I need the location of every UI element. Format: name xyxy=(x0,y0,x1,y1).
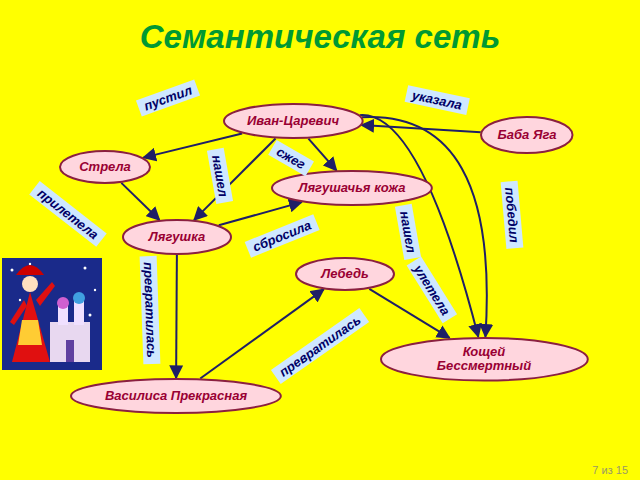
edge-label: победил xyxy=(501,181,524,250)
node-text: Иван-Царевич xyxy=(247,114,339,128)
edge-label: сбросила xyxy=(245,214,320,257)
page-number: 7 из 15 xyxy=(592,464,628,476)
node-text: Кощей Бессмертный xyxy=(414,345,554,374)
ellipse-node: Иван-Царевич xyxy=(223,103,364,139)
connector-arrow xyxy=(362,117,487,337)
edge-label: пустил xyxy=(136,79,200,116)
girl-figure xyxy=(10,265,55,362)
node-text: Лебедь xyxy=(321,267,369,281)
edge-label: сжег xyxy=(268,140,314,176)
node-text: Баба Яга xyxy=(498,128,557,142)
night-sky xyxy=(2,258,102,370)
edge-label: указала xyxy=(405,85,470,115)
ellipse-node: Кощей Бессмертный xyxy=(380,337,589,382)
slide-title: Семантическая сеть xyxy=(0,18,640,56)
node-text: Лягушка xyxy=(149,230,205,244)
ellipse-node: Василиса Прекрасная xyxy=(70,378,282,414)
connector-arrow xyxy=(308,139,336,171)
connector-arrow xyxy=(175,255,178,378)
node-text: Лягушачья кожа xyxy=(299,181,406,195)
edge-label: превратилась xyxy=(271,308,369,384)
connector-arrow xyxy=(143,133,242,157)
castle xyxy=(50,292,90,362)
ellipse-node: Стрела xyxy=(59,150,151,184)
connector-arrow xyxy=(121,183,159,220)
ellipse-node: Лягушачья кожа xyxy=(271,170,433,206)
ellipse-node: Лебедь xyxy=(295,257,395,291)
connector-arrow xyxy=(194,138,275,219)
node-text: Василиса Прекрасная xyxy=(105,389,247,403)
edge-label: улетела xyxy=(407,256,458,323)
edge-label: нашел xyxy=(395,204,421,260)
connector-arrow xyxy=(360,115,479,337)
edge-label: превратилась xyxy=(140,256,161,364)
edge-label: нашел xyxy=(207,148,233,204)
node-text: Стрела xyxy=(79,160,131,174)
connector-arrow xyxy=(219,202,302,225)
ellipse-node: Лягушка xyxy=(122,219,232,255)
ellipse-node: Баба Яга xyxy=(480,116,574,154)
edge-label: прилетела xyxy=(29,181,106,247)
